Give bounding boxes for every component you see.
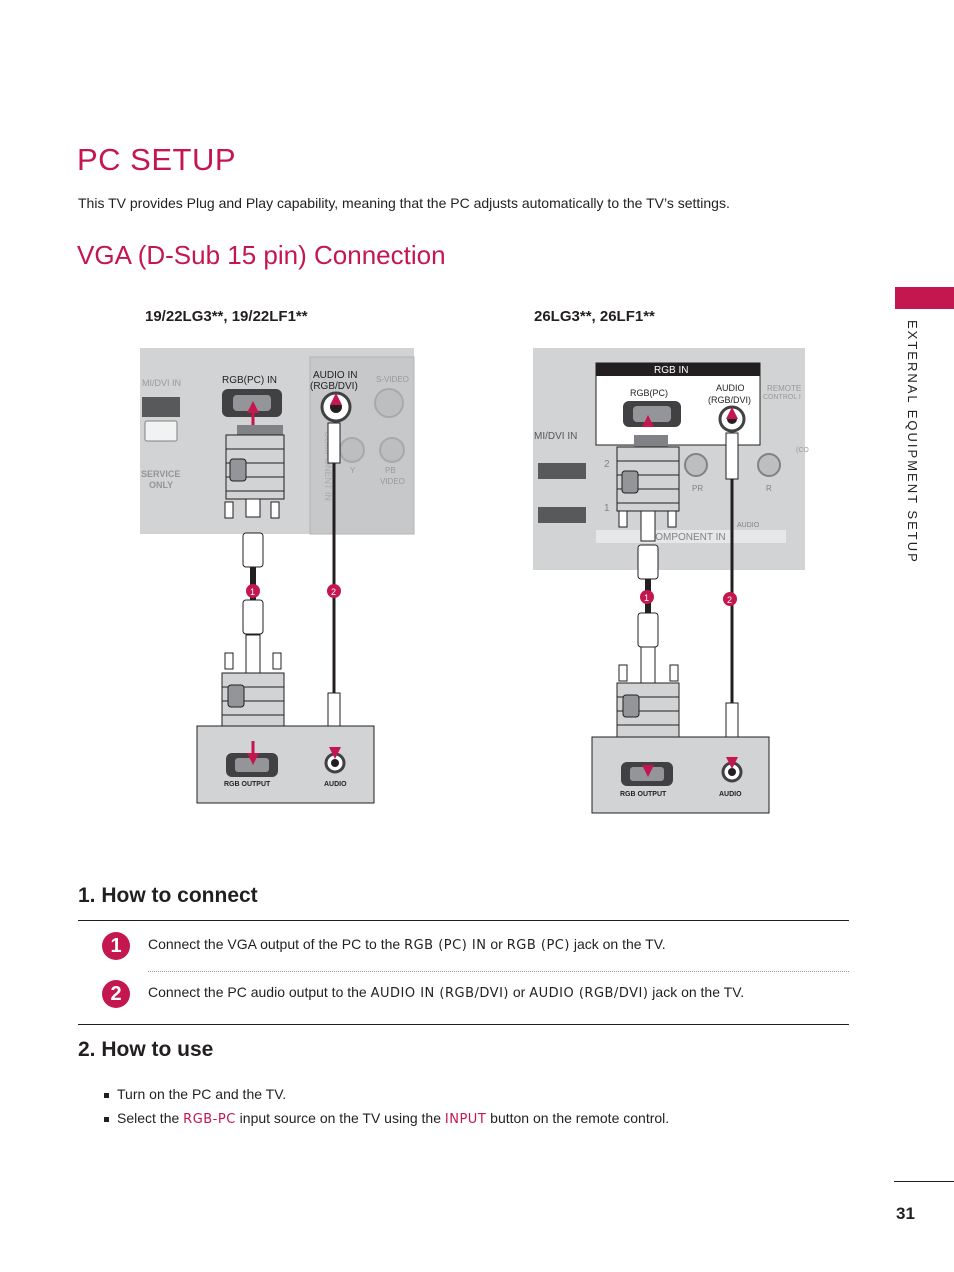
svideo-label: S-VIDEO xyxy=(376,375,409,384)
service-label-1: SERVICE xyxy=(141,469,180,479)
audio-label-right-2: (RGB/DVI) xyxy=(708,395,751,405)
section-subtitle: VGA (D-Sub 15 pin) Connection xyxy=(77,240,446,270)
pb-label: PB xyxy=(385,466,396,475)
step-2-text: Connect the PC audio output to the AUDIO… xyxy=(148,984,745,1001)
video-label: VIDEO xyxy=(380,477,405,486)
rgb-output-label: RGB OUTPUT xyxy=(224,781,271,788)
rgb-in-label: RGB IN xyxy=(654,365,688,376)
callout-2-right xyxy=(723,592,737,606)
hdmi-port-right-2 xyxy=(538,463,586,479)
bullet-1: Turn on the PC and the TV. xyxy=(104,1086,286,1102)
y-label: Y xyxy=(350,466,356,475)
rgb-pc-label: RGB(PC) xyxy=(630,388,668,398)
how-to-connect-heading: 1. How to connect xyxy=(78,884,258,907)
diagram-left: MI/DVI IN SERVICE ONLY RGB(PC) IN AUDIO … xyxy=(140,348,415,804)
component-vertical: COMPONENT IN xyxy=(323,431,333,501)
divider xyxy=(78,920,849,921)
remote-label-2: CONTROL I xyxy=(763,394,801,401)
r-label: R xyxy=(766,484,772,493)
callout-2-left xyxy=(327,584,341,598)
intro-text: This TV provides Plug and Play capabilit… xyxy=(78,195,730,211)
page-number-rule xyxy=(894,1181,954,1182)
dotted-divider xyxy=(148,971,849,972)
step-1-badge: 1 xyxy=(102,932,130,960)
ferrite-upper xyxy=(242,532,264,568)
divider xyxy=(78,1024,849,1025)
service-port xyxy=(144,420,178,442)
diagram-right: RGB IN RGB(PC) AUDIO (RGB/DVI) REMOTE CO… xyxy=(533,348,809,814)
audio-output-label: AUDIO xyxy=(324,781,347,788)
row1-label: 1 xyxy=(604,503,610,514)
svideo-jack xyxy=(374,388,404,418)
service-label-2: ONLY xyxy=(149,480,173,490)
svg-text:2: 2 xyxy=(331,587,336,597)
co-label: (CO xyxy=(796,447,809,454)
component-label-right: COMPONENT IN xyxy=(648,532,726,543)
hdmi-label: MI/DVI IN xyxy=(142,378,181,388)
side-tab-label: EXTERNAL EQUIPMENT SETUP xyxy=(905,320,920,564)
pc-panel-left xyxy=(196,725,375,804)
callout-1-left xyxy=(246,584,260,598)
remote-label: REMOTE xyxy=(767,384,801,393)
hdmi-port xyxy=(142,397,180,417)
how-to-use-heading: 2. How to use xyxy=(78,1038,214,1061)
hdmi-label-right: MI/DVI IN xyxy=(534,431,577,442)
svg-text:1: 1 xyxy=(644,593,649,603)
rgb-pc-in-label: RGB(PC) IN xyxy=(222,375,277,386)
side-tab-marker xyxy=(895,287,954,309)
step-2-badge: 2 xyxy=(102,980,130,1008)
model-right: 26LG3**, 26LF1** xyxy=(534,308,655,325)
callout-1-right xyxy=(640,590,654,604)
svg-text:2: 2 xyxy=(727,595,732,605)
bullet-2: Select the RGB-PC input source on the TV… xyxy=(104,1110,669,1127)
audio-output-label-right: AUDIO xyxy=(719,791,742,798)
row2-label: 2 xyxy=(604,459,610,470)
page-number: 31 xyxy=(896,1204,915,1223)
svg-text:1: 1 xyxy=(250,587,255,597)
rgb-output-label-right: RGB OUTPUT xyxy=(620,791,667,798)
audio-label-right: AUDIO xyxy=(716,383,745,393)
audio-small-label: AUDIO xyxy=(737,522,760,529)
audio-in-label-2: (RGB/DVI) xyxy=(310,381,358,392)
ferrite-lower xyxy=(242,599,264,635)
pc-panel-right xyxy=(591,736,770,814)
page-title: PC SETUP xyxy=(77,142,237,177)
hdmi-port-right-1 xyxy=(538,507,586,523)
pr-label: PR xyxy=(692,484,703,493)
step-1-text: Connect the VGA output of the PC to the … xyxy=(148,936,666,953)
audio-in-label: AUDIO IN xyxy=(313,370,357,381)
model-left: 19/22LG3**, 19/22LF1** xyxy=(145,308,308,325)
